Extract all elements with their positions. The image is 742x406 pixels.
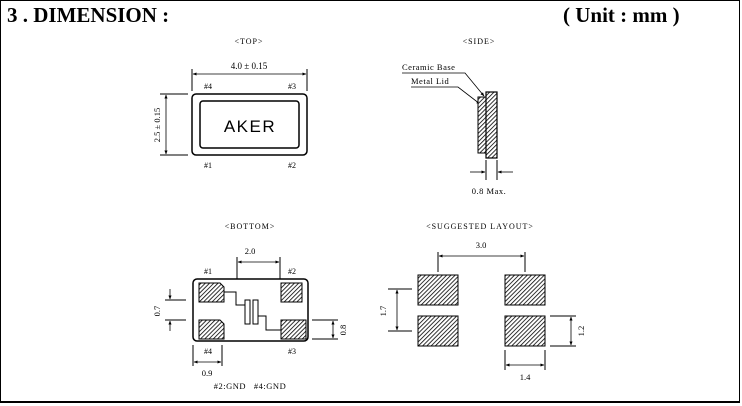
- width-dimension: 2.5 ± 0.15: [152, 108, 162, 142]
- unit-label: ( Unit : mm ): [563, 3, 680, 27]
- marking-text: AKER: [224, 117, 276, 136]
- suggested-layout-view: <SUGGESTED LAYOUT> 3.0 1.7 1.2 1.4: [378, 222, 586, 382]
- bottom-pad-2: [280, 282, 303, 303]
- length-dimension: 4.0 ± 0.15: [231, 61, 268, 71]
- layout-pad-top-right: [504, 274, 546, 306]
- height-dimension: 0.8 Max.: [472, 186, 506, 196]
- side-view: <SIDE> Ceramic Base Metal Lid 0.8 Max.: [402, 37, 513, 196]
- layout-view-label: <SUGGESTED LAYOUT>: [426, 222, 534, 231]
- bottom-pad-1-label: #1: [204, 267, 212, 276]
- top-pad-3-label: #3: [288, 82, 296, 91]
- side-view-label: <SIDE>: [463, 37, 496, 46]
- top-view-label: <TOP>: [235, 37, 264, 46]
- top-view: <TOP> 4.0 ± 0.15 2.5 ± 0.15 AKER #4 #3 #…: [152, 37, 308, 170]
- top-pad-4-label: #4: [204, 82, 212, 91]
- layout-pad-top-left: [417, 274, 459, 306]
- crystal-trace-left: [224, 291, 245, 306]
- bottom-view: <BOTTOM> 2.0 #1 #2 0.7 0.8 #4 #3: [152, 222, 348, 391]
- bottom-pad-4: [198, 319, 225, 340]
- bottom-view-label: <BOTTOM>: [225, 222, 276, 231]
- bottom-pad-1: [198, 282, 225, 303]
- crystal-electrode-right: [252, 299, 259, 325]
- ground-note: #2:GND #4:GND: [214, 381, 286, 391]
- bottom-pad-2-label: #2: [288, 267, 296, 276]
- ceramic-base-label: Ceramic Base: [402, 62, 455, 72]
- bottom-pitch-dimension: 2.0: [245, 246, 256, 256]
- metal-lid-label: Metal Lid: [411, 76, 450, 86]
- bottom-pad-4-label: #4: [204, 347, 212, 356]
- metal-lid-leader: [411, 86, 481, 105]
- pad-height-right-dimension: 0.8: [338, 325, 348, 336]
- crystal-trace-right: [258, 315, 281, 331]
- layout-pitch-dimension: 3.0: [476, 240, 487, 250]
- pad-width-dimension: 0.9: [202, 368, 213, 378]
- layout-pad-bottom-right: [504, 315, 546, 347]
- bottom-pad-3-label: #3: [288, 347, 296, 356]
- top-package-lid: [199, 100, 300, 149]
- layout-pad-bottom-left: [417, 315, 459, 347]
- layout-pad-height-dimension: 1.2: [576, 326, 586, 337]
- crystal-electrode-left: [244, 299, 251, 325]
- layout-gap-dimension: 1.7: [378, 306, 388, 317]
- top-pad-1-label: #1: [204, 161, 212, 170]
- pad-height-dimension: 0.7: [152, 306, 162, 317]
- layout-pad-width-dimension: 1.4: [520, 372, 531, 382]
- section-title: 3 . DIMENSION :: [7, 3, 170, 27]
- top-pad-2-label: #2: [288, 161, 296, 170]
- bottom-pad-3: [280, 319, 307, 340]
- ceramic-base-section: [485, 91, 498, 159]
- ceramic-base-leader: [402, 72, 485, 97]
